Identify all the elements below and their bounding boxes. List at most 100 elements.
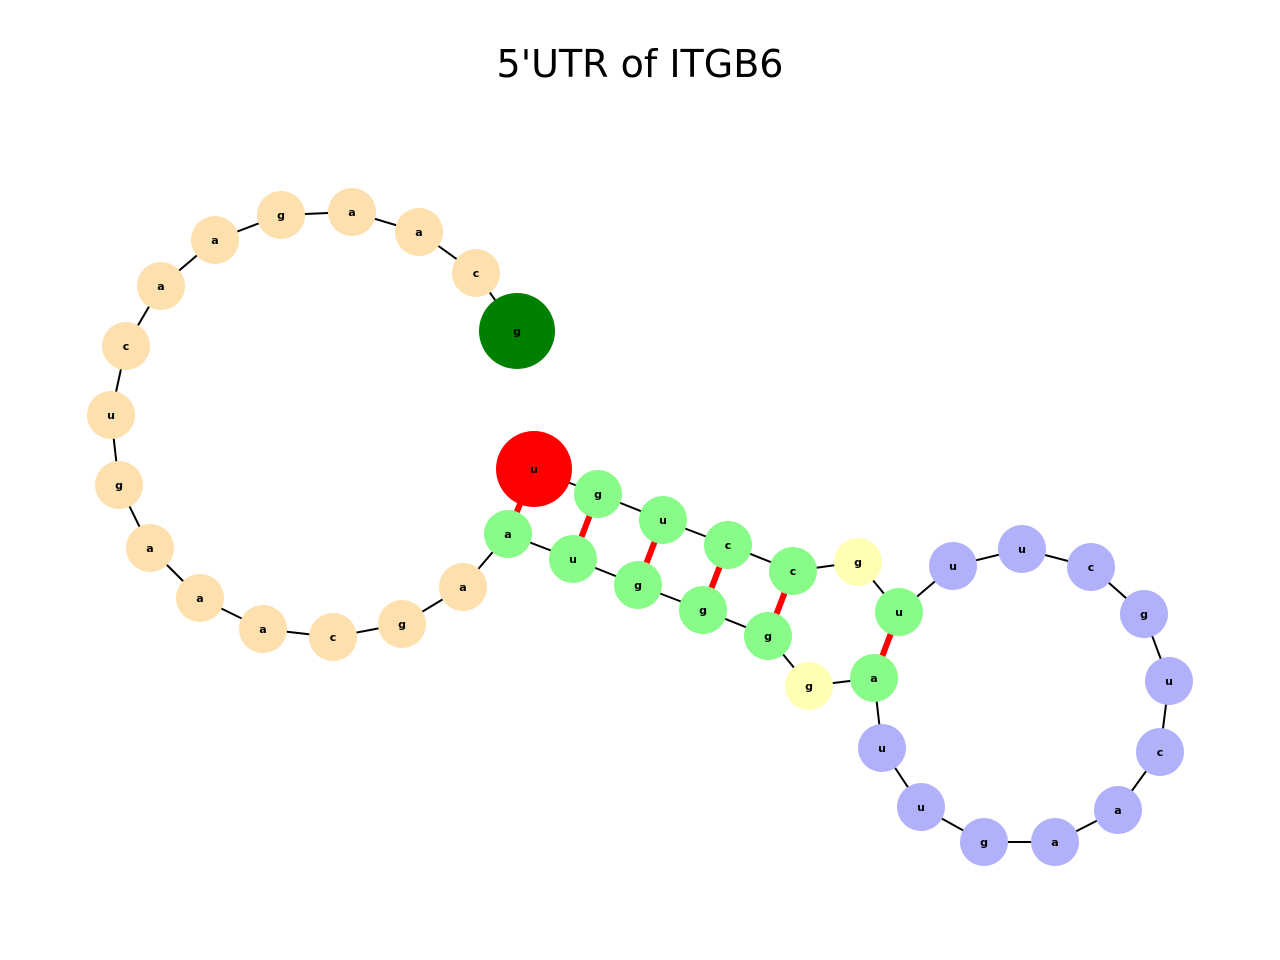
nucleotide-circle [1067,543,1115,591]
nucleotide-label: g [398,618,406,631]
nucleotide-label: a [1114,804,1121,817]
nucleotide-label: u [107,409,115,422]
nucleotide-32: c [1067,543,1115,591]
nucleotide-circle [257,191,305,239]
nucleotide-label: u [917,801,925,814]
nucleotide-circle [875,588,923,636]
nucleotide-circle [704,521,752,569]
nucleotide-circle [378,600,426,648]
nucleotide-label: g [764,630,772,643]
nucleotide-10: g [95,461,143,509]
nucleotide-circle [137,262,185,310]
nucleotide-17: a [484,510,532,558]
nucleotide-circle [1145,657,1193,705]
nucleotide-circle [614,561,662,609]
nucleotide-20: g [679,586,727,634]
nucleotide-circle [102,322,150,370]
nucleotide-4: a [328,188,376,236]
nucleotide-label: c [790,565,797,578]
nucleotide-label: g [594,488,602,501]
nucleotide-label: a [870,672,877,685]
nucleotide-circle [850,654,898,702]
nucleotide-label: g [1140,608,1148,621]
nucleotide-label: u [1018,543,1026,556]
nucleotide-21: g [744,612,792,660]
nucleotide-circle [679,586,727,634]
nucleotide-circle [929,542,977,590]
nucleotide-circle [1120,590,1168,638]
nucleotide-28: a [1094,786,1142,834]
nucleotide-label: u [1165,675,1173,688]
nucleotide-circle [239,605,287,653]
nucleotide-label: c [330,631,337,644]
nucleotide-circle [1031,818,1079,866]
backbone-layer [110,211,1170,843]
nucleotide-circle [574,470,622,518]
nucleotide-circle [1094,786,1142,834]
nucleotide-34: u [929,542,977,590]
nucleotide-22: g [785,662,833,710]
nucleotide-label: g [634,579,642,592]
nucleotide-label: a [504,528,511,541]
nucleotide-label: c [1157,746,1164,759]
nucleotide-3: a [395,208,443,256]
nucleotide-label: c [123,340,130,353]
nucleotide-label: a [146,542,153,555]
nucleotide-circle [452,249,500,297]
nucleotide-31: g [1120,590,1168,638]
nucleotide-circle [1136,728,1184,776]
diagram-title: 5'UTR of ITGB6 [496,42,784,86]
nucleotide-label: u [569,553,577,566]
nucleotide-label: a [157,280,164,293]
nucleotide-label: u [530,463,538,476]
nucleotide-label: c [1088,561,1095,574]
nucleotide-circle [126,524,174,572]
nucleotide-label: g [854,556,862,569]
nucleotide-30: u [1145,657,1193,705]
nucleotide-label: g [805,680,813,693]
nucleotide-12: a [176,574,224,622]
nucleotide-circle [479,293,555,369]
nucleotide-label: g [115,479,123,492]
nucleotide-circle [744,612,792,660]
nucleotide-33: u [998,525,1046,573]
nucleotide-38: c [704,521,752,569]
nucleotide-26: g [960,818,1008,866]
nucleotide-11: a [126,524,174,572]
nucleotide-circle [960,818,1008,866]
nucleotide-circle [439,563,487,611]
nucleotide-23: a [850,654,898,702]
nucleotide-circle [87,391,135,439]
nucleotide-circle [95,461,143,509]
nucleotide-label: g [699,604,707,617]
nucleotide-41-end: u [496,431,572,507]
nucleotide-circle [395,208,443,256]
nucleotide-label: u [878,742,886,755]
nucleotide-circle [549,535,597,583]
nucleotide-label: c [725,539,732,552]
nucleotide-circle [639,496,687,544]
nucleotide-circle [834,538,882,586]
nucleotide-13: a [239,605,287,653]
nucleotide-39: u [639,496,687,544]
nucleotide-circle [496,431,572,507]
nucleotide-25: u [897,783,945,831]
nucleotide-label: g [277,209,285,222]
nucleotide-circle [484,510,532,558]
nucleotide-circle [191,216,239,264]
nucleotide-37: c [769,547,817,595]
nucleotide-label: g [980,836,988,849]
nucleotide-35: u [875,588,923,636]
nucleotide-24: u [858,724,906,772]
nucleotide-16: a [439,563,487,611]
nucleotide-15: g [378,600,426,648]
nucleotide-label: a [1051,836,1058,849]
nucleotide-label: u [659,514,667,527]
nucleotide-label: u [949,560,957,573]
nucleotide-18: u [549,535,597,583]
nucleotide-label: a [196,592,203,605]
nucleotide-29: c [1136,728,1184,776]
nucleotide-label: u [895,606,903,619]
nucleotide-label: g [513,325,521,338]
